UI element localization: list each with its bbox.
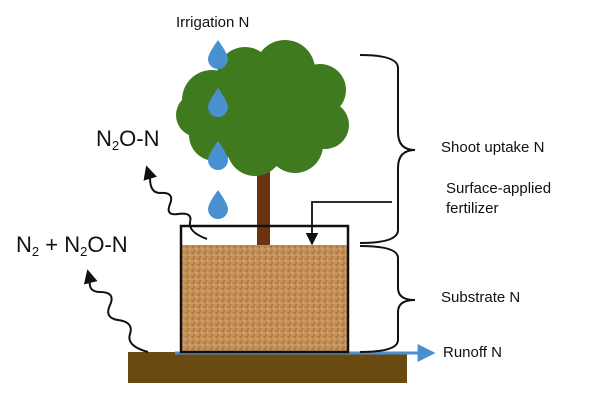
runoff-label: Runoff N <box>443 344 502 361</box>
n2o-emission-arrow <box>143 165 208 240</box>
tree-canopy <box>176 40 349 176</box>
n2-emission-label: N2 + N2O-N <box>16 232 128 259</box>
substrate-brace <box>359 245 416 353</box>
substrate-fill <box>181 245 348 352</box>
fertilizer-arrow <box>305 201 392 246</box>
irrigation-label: Irrigation N <box>176 14 250 31</box>
substrate-label: Substrate N <box>441 289 521 306</box>
shoot-uptake-brace <box>359 54 416 244</box>
n2-emission-arrow <box>83 269 149 353</box>
shoot-uptake-label: Shoot uptake N <box>441 139 545 156</box>
surface-fertilizer-label-line1: Surface-applied <box>446 180 552 197</box>
n2o-emission-label: N2O-N <box>96 126 160 153</box>
tree-trunk <box>257 160 270 250</box>
water-drop-icon <box>208 40 228 219</box>
ground-slab <box>128 352 407 383</box>
surface-fertilizer-label-line2: fertilizer <box>446 200 499 217</box>
pot-outline <box>179 224 350 354</box>
